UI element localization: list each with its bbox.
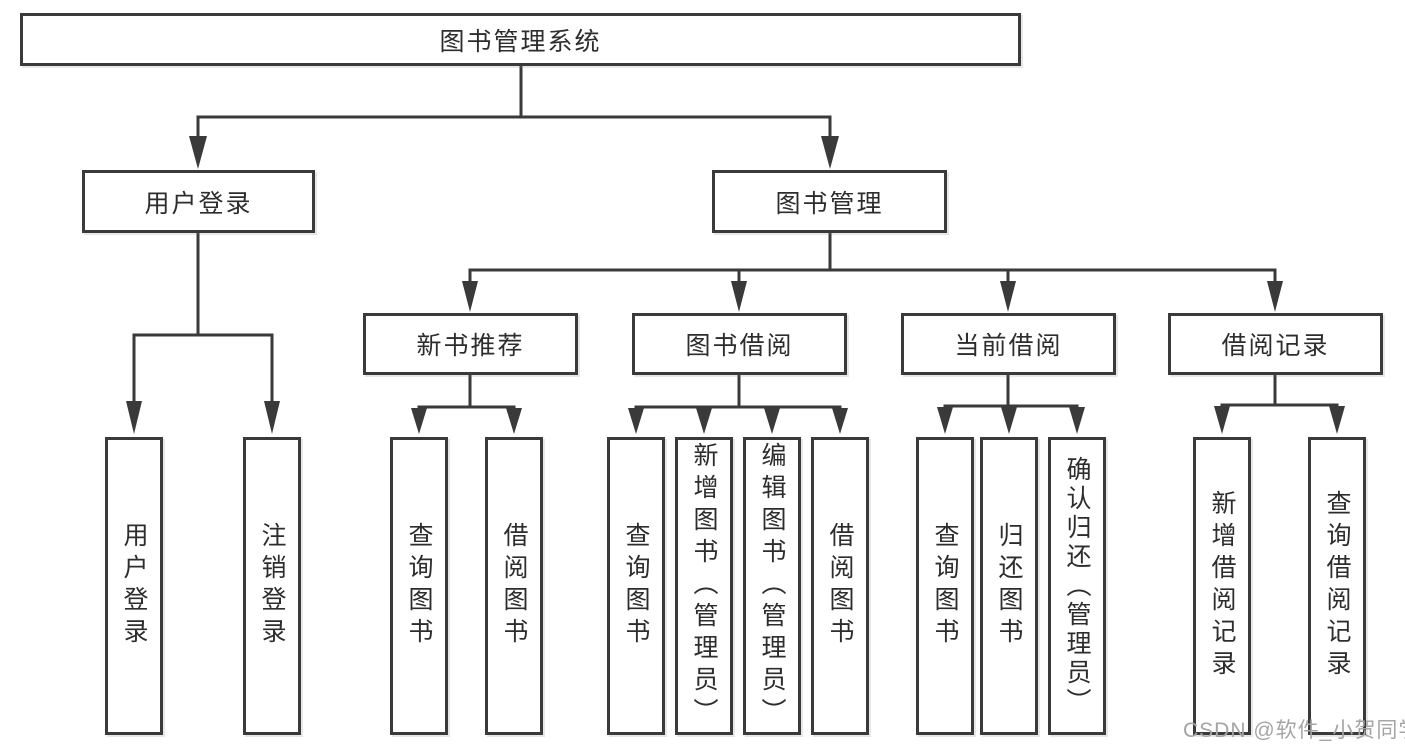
node-label: 借阅记录	[1221, 332, 1330, 360]
node-label: 查询图书	[622, 522, 650, 650]
node-label: 新增借阅记录	[1208, 490, 1236, 682]
leaf-query-borrow-record: 查询借阅记录	[1308, 437, 1366, 735]
leaf-confirm-return-admin: 确认归还（管理员）	[1048, 437, 1106, 735]
connector-borrow-rail	[634, 375, 842, 409]
node-user-login: 用户登录	[82, 170, 315, 233]
connector-level3-rail	[468, 268, 1277, 283]
leaf-add-borrow-record: 新增借阅记录	[1193, 437, 1251, 735]
node-label: 归还图书	[995, 522, 1023, 650]
leaf-current-query-books: 查询图书	[916, 437, 974, 735]
node-label: 查询图书	[931, 522, 959, 650]
node-label: 图书管理系统	[439, 27, 602, 56]
leaf-borrow-borrow-books: 借阅图书	[811, 437, 869, 735]
connector-recommend-rail	[417, 375, 516, 409]
node-book-borrow: 图书借阅	[632, 313, 847, 375]
leaf-recommend-query-books: 查询图书	[390, 437, 448, 735]
leaf-edit-books-admin: 编辑图书（管理员）	[743, 437, 801, 735]
node-label: 当前借阅	[954, 332, 1063, 360]
node-label: 查询借阅记录	[1323, 490, 1351, 682]
node-label: 借阅图书	[826, 522, 854, 650]
node-label: 注销登录	[258, 522, 286, 650]
connector-level2-rail	[196, 115, 832, 138]
node-label: 新增图书（管理员）	[690, 442, 718, 730]
connector-records-rail	[1220, 375, 1339, 407]
node-library-management-system: 图书管理系统	[20, 13, 1021, 66]
node-borrow-records: 借阅记录	[1168, 313, 1383, 375]
node-label: 确认归还（管理员）	[1063, 455, 1091, 717]
leaf-return-books: 归还图书	[980, 437, 1038, 735]
node-current-borrow: 当前借阅	[901, 313, 1116, 375]
node-new-book-recommend: 新书推荐	[363, 313, 578, 375]
node-label: 用户登录	[120, 522, 148, 650]
node-label: 借阅图书	[500, 522, 528, 650]
node-book-management: 图书管理	[712, 170, 947, 233]
leaf-user-login: 用户登录	[105, 437, 163, 735]
node-label: 编辑图书（管理员）	[758, 442, 786, 730]
leaf-recommend-borrow-books: 借阅图书	[485, 437, 543, 735]
csdn-watermark: CSDN @软件_小贺同学	[1183, 719, 1405, 742]
node-label: 图书管理	[775, 189, 884, 218]
node-label: 用户登录	[144, 189, 253, 218]
leaf-add-books-admin: 新增图书（管理员）	[675, 437, 733, 735]
leaf-logout: 注销登录	[243, 437, 301, 735]
node-label: 新书推荐	[416, 332, 525, 360]
connector-user-login-rail	[132, 333, 274, 403]
leaf-borrow-query-books: 查询图书	[607, 437, 665, 735]
node-label: 图书借阅	[685, 332, 794, 360]
connector-current-rail	[943, 375, 1079, 408]
node-label: 查询图书	[405, 522, 433, 650]
